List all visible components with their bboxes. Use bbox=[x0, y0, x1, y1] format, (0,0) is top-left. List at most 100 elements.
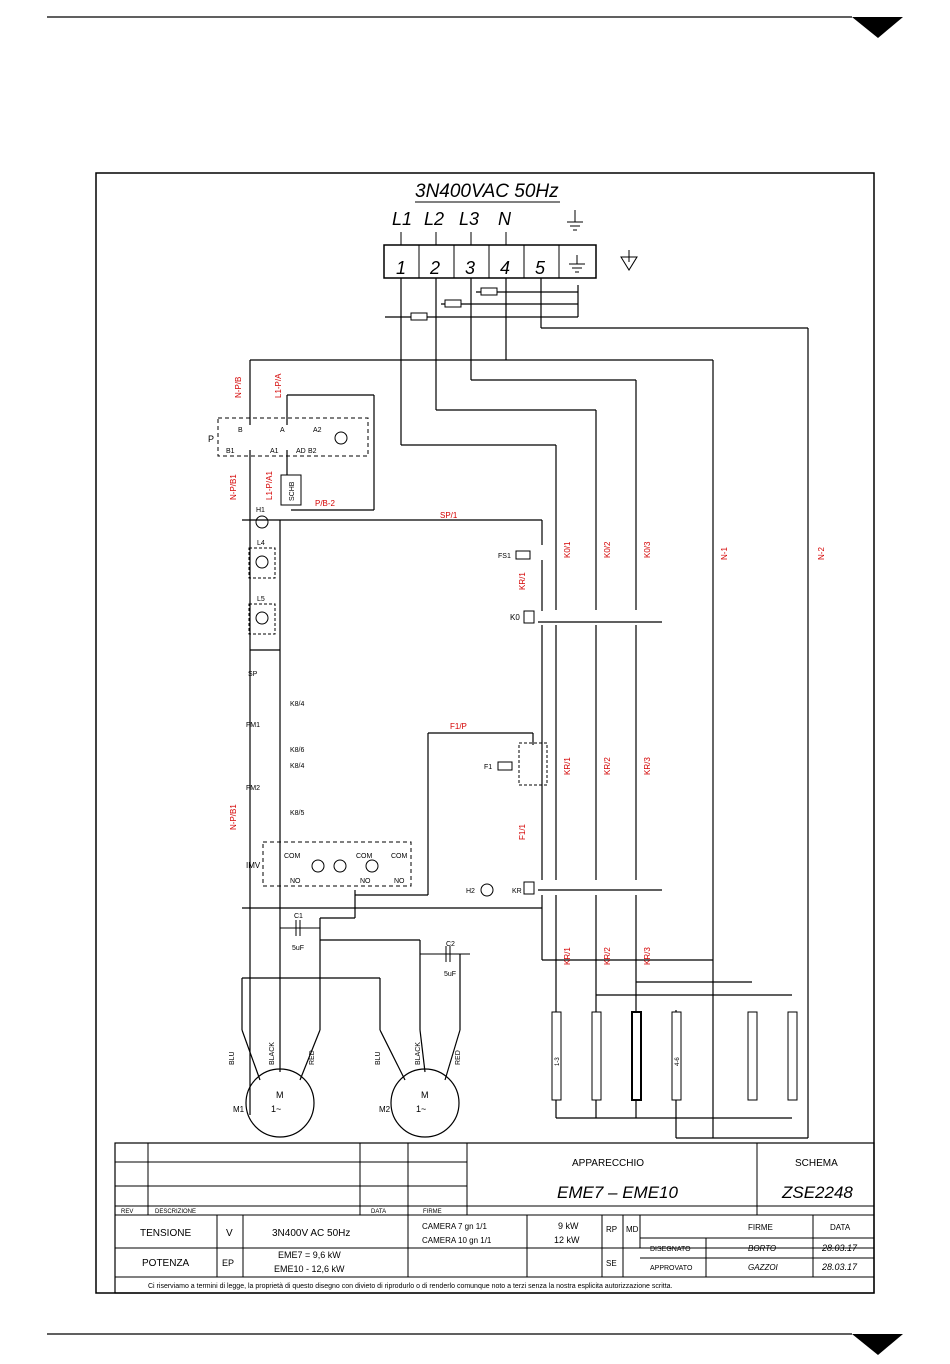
svg-text:A: A bbox=[280, 427, 285, 434]
svg-text:F1: F1 bbox=[484, 764, 492, 771]
wire-label: KR/1 bbox=[518, 572, 527, 590]
svg-text:1-3: 1-3 bbox=[555, 1057, 561, 1066]
svg-text:SCHB: SCHB bbox=[289, 481, 296, 501]
wire-label: N-P/B1 bbox=[229, 474, 238, 500]
svg-text:NO: NO bbox=[290, 878, 301, 885]
svg-text:RED: RED bbox=[309, 1050, 316, 1065]
wire-label: KR/3 bbox=[643, 757, 652, 775]
svg-text:FIRME: FIRME bbox=[423, 1209, 442, 1215]
k0-coil bbox=[523, 610, 535, 624]
svg-text:EME7 = 9,6 kW: EME7 = 9,6 kW bbox=[278, 1250, 341, 1260]
svg-text:4-6: 4-6 bbox=[675, 1057, 681, 1066]
svg-text:FS1: FS1 bbox=[498, 553, 511, 560]
svg-text:5uF: 5uF bbox=[292, 945, 304, 952]
wire-label: N-P/B bbox=[234, 377, 243, 398]
lamp-l5: L5 bbox=[248, 596, 276, 635]
svg-text:K8/4: K8/4 bbox=[290, 763, 305, 770]
svg-text:M2: M2 bbox=[379, 1105, 391, 1114]
svg-text:BLU: BLU bbox=[229, 1051, 236, 1065]
svg-text:H2: H2 bbox=[466, 888, 475, 895]
phase-l2: L2 bbox=[424, 209, 444, 229]
svg-text:CAMERA 10 gn 1/1: CAMERA 10 gn 1/1 bbox=[422, 1236, 492, 1245]
bus-wiring bbox=[250, 278, 809, 1138]
terminal-4: 4 bbox=[500, 258, 510, 278]
svg-text:COM: COM bbox=[391, 853, 408, 860]
svg-text:B2: B2 bbox=[308, 448, 317, 455]
svg-text:NO: NO bbox=[360, 878, 371, 885]
terminal-3: 3 bbox=[465, 258, 475, 278]
terminal-2: 2 bbox=[429, 258, 440, 278]
svg-text:REV: REV bbox=[121, 1209, 133, 1215]
svg-text:A2: A2 bbox=[313, 427, 322, 434]
capacitor-c2: C2 5uF bbox=[420, 941, 470, 978]
schb-relay bbox=[280, 474, 302, 506]
heating-resistors: 1-3 4-6 bbox=[551, 981, 808, 1139]
svg-text:BLU: BLU bbox=[375, 1051, 382, 1065]
svg-text:BLACK: BLACK bbox=[269, 1042, 276, 1065]
kr-coil bbox=[523, 881, 535, 895]
wire-label: KR/2 bbox=[603, 947, 612, 965]
terminal-1: 1 bbox=[396, 258, 406, 278]
page-corner-triangle-top bbox=[852, 17, 903, 38]
wire-label: KR/2 bbox=[603, 757, 612, 775]
svg-text:SE: SE bbox=[606, 1259, 617, 1268]
svg-text:FM2: FM2 bbox=[246, 785, 260, 792]
svg-text:DISEGNATO: DISEGNATO bbox=[650, 1246, 691, 1253]
svg-text:B: B bbox=[238, 427, 243, 434]
apparecchio-label: APPARECCHIO bbox=[572, 1158, 644, 1169]
wire-label: K0/2 bbox=[603, 541, 612, 558]
svg-text:SP: SP bbox=[248, 671, 258, 678]
svg-text:M: M bbox=[276, 1090, 284, 1100]
wire-label: L1-P/A bbox=[274, 373, 283, 398]
svg-text:MD: MD bbox=[626, 1225, 639, 1234]
wire-label: N-P/B1 bbox=[229, 804, 238, 830]
svg-text:AD: AD bbox=[296, 448, 306, 455]
phase-l3: L3 bbox=[459, 209, 479, 229]
svg-text:KR: KR bbox=[512, 888, 522, 895]
svg-text:3N400V AC 50Hz: 3N400V AC 50Hz bbox=[272, 1228, 350, 1239]
svg-text:DATA: DATA bbox=[830, 1223, 851, 1232]
svg-text:DATA: DATA bbox=[371, 1209, 386, 1215]
svg-text:EME10 - 12,6 kW: EME10 - 12,6 kW bbox=[274, 1264, 345, 1274]
page-corner-triangle-bottom bbox=[852, 1334, 903, 1355]
svg-text:B1: B1 bbox=[226, 448, 235, 455]
apparecchio-value: EME7 – EME10 bbox=[557, 1183, 678, 1202]
svg-text:V: V bbox=[226, 1228, 233, 1239]
capacitor-c1: C1 5uF bbox=[280, 913, 320, 952]
phase-l1: L1 bbox=[392, 209, 412, 229]
wire-label: N-2 bbox=[817, 547, 826, 560]
wire-label: SP/1 bbox=[440, 511, 458, 520]
wire-label: KR/3 bbox=[643, 947, 652, 965]
svg-text:H1: H1 bbox=[256, 507, 265, 514]
svg-text:CAMERA 7 gn 1/1: CAMERA 7 gn 1/1 bbox=[422, 1222, 487, 1231]
copyright-footer: Ci riserviamo a termini di legge, la pro… bbox=[148, 1283, 673, 1290]
wire-label: P/B-2 bbox=[315, 499, 336, 508]
earth-icon bbox=[567, 210, 583, 231]
svg-text:1~: 1~ bbox=[271, 1104, 281, 1114]
svg-text:RP: RP bbox=[606, 1225, 617, 1234]
svg-text:BLACK: BLACK bbox=[415, 1042, 422, 1065]
lamp-h1: H1 bbox=[255, 507, 269, 529]
lamp-l4: L4 bbox=[248, 540, 276, 579]
svg-text:RED: RED bbox=[455, 1050, 462, 1065]
svg-text:DESCRIZIONE: DESCRIZIONE bbox=[155, 1209, 196, 1215]
motor-m2: M 1~ M2 BLU BLACK RED bbox=[375, 1042, 462, 1138]
title-block bbox=[114, 1142, 875, 1294]
svg-text:28.03.17: 28.03.17 bbox=[821, 1262, 858, 1272]
wire-label: F1/1 bbox=[518, 823, 527, 840]
svg-text:COM: COM bbox=[356, 853, 373, 860]
wire-label: N-1 bbox=[720, 547, 729, 560]
wire-label: L1-P/A1 bbox=[265, 471, 274, 500]
terminal-5: 5 bbox=[535, 258, 546, 278]
svg-text:L5: L5 bbox=[257, 596, 265, 603]
wire-label: K0/1 bbox=[563, 541, 572, 558]
svg-text:EP: EP bbox=[222, 1258, 234, 1268]
svg-text:P: P bbox=[208, 434, 214, 444]
svg-text:5uF: 5uF bbox=[444, 971, 456, 978]
svg-text:K8/5: K8/5 bbox=[290, 810, 305, 817]
svg-text:POTENZA: POTENZA bbox=[142, 1258, 190, 1269]
imv-switch-block: IMV COM COM COM NO NO NO bbox=[246, 841, 412, 887]
svg-text:K8/6: K8/6 bbox=[290, 747, 305, 754]
thermostat-f1 bbox=[518, 742, 548, 786]
